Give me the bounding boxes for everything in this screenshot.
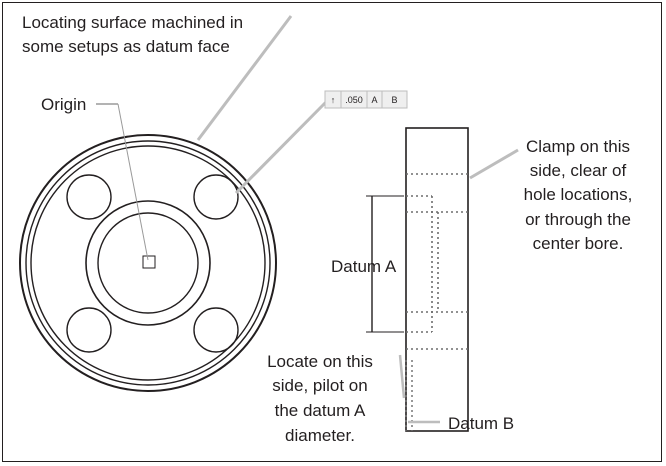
origin-marker [142, 255, 156, 269]
locate-line-2: side, pilot on [272, 376, 367, 395]
leader-fcf [234, 97, 331, 195]
leader-lines [196, 15, 331, 195]
clamp-line-2: side, clear of [530, 161, 627, 180]
front-view [19, 134, 277, 392]
side-body [405, 127, 469, 432]
hidden-lines [406, 173, 468, 350]
locate-line-3: the datum A [275, 401, 366, 420]
origin-leader-diagonal [117, 103, 149, 261]
fcf-datum-b: B [391, 95, 397, 105]
bolt-hole-top-left [66, 174, 112, 220]
clamp-line-5: center bore. [533, 234, 624, 253]
feature-control-frame: ↑ .050 A B [324, 90, 408, 109]
locate-line-4: diameter. [285, 426, 355, 445]
clamp-line-1: Clamp on this [526, 137, 630, 156]
origin-label: Origin [41, 95, 86, 114]
outer-ring-2 [25, 140, 271, 386]
leader-locating-surface [196, 15, 293, 141]
hub-inner [97, 212, 199, 314]
bolt-hole-bottom-right [193, 307, 239, 353]
locating-surface-line-1: Locating surface machined in [22, 13, 243, 32]
datum-b-label: Datum B [448, 414, 514, 433]
clamp-leader [469, 148, 519, 180]
clamp-line-3: hole locations, [524, 185, 633, 204]
bolt-hole-top-right [193, 174, 239, 220]
clamp-line-4: or through the [525, 210, 631, 229]
fcf-datum-a: A [371, 95, 377, 105]
hub-outer [85, 200, 211, 326]
fcf-border [324, 90, 408, 109]
datum-a-label: Datum A [331, 257, 397, 276]
fcf-symbol: ↑ [331, 95, 336, 105]
datum-b-lines [405, 360, 413, 431]
locating-surface-line-2: some setups as datum face [22, 37, 230, 56]
locate-line-1: Locate on this [267, 352, 373, 371]
origin-leader [96, 103, 149, 261]
side-view [366, 127, 519, 432]
outer-ring-3 [30, 145, 266, 381]
outer-ring-1 [19, 134, 277, 392]
locate-leader [398, 354, 406, 399]
fcf-tolerance: .050 [345, 95, 363, 105]
bolt-hole-bottom-left [66, 307, 112, 353]
